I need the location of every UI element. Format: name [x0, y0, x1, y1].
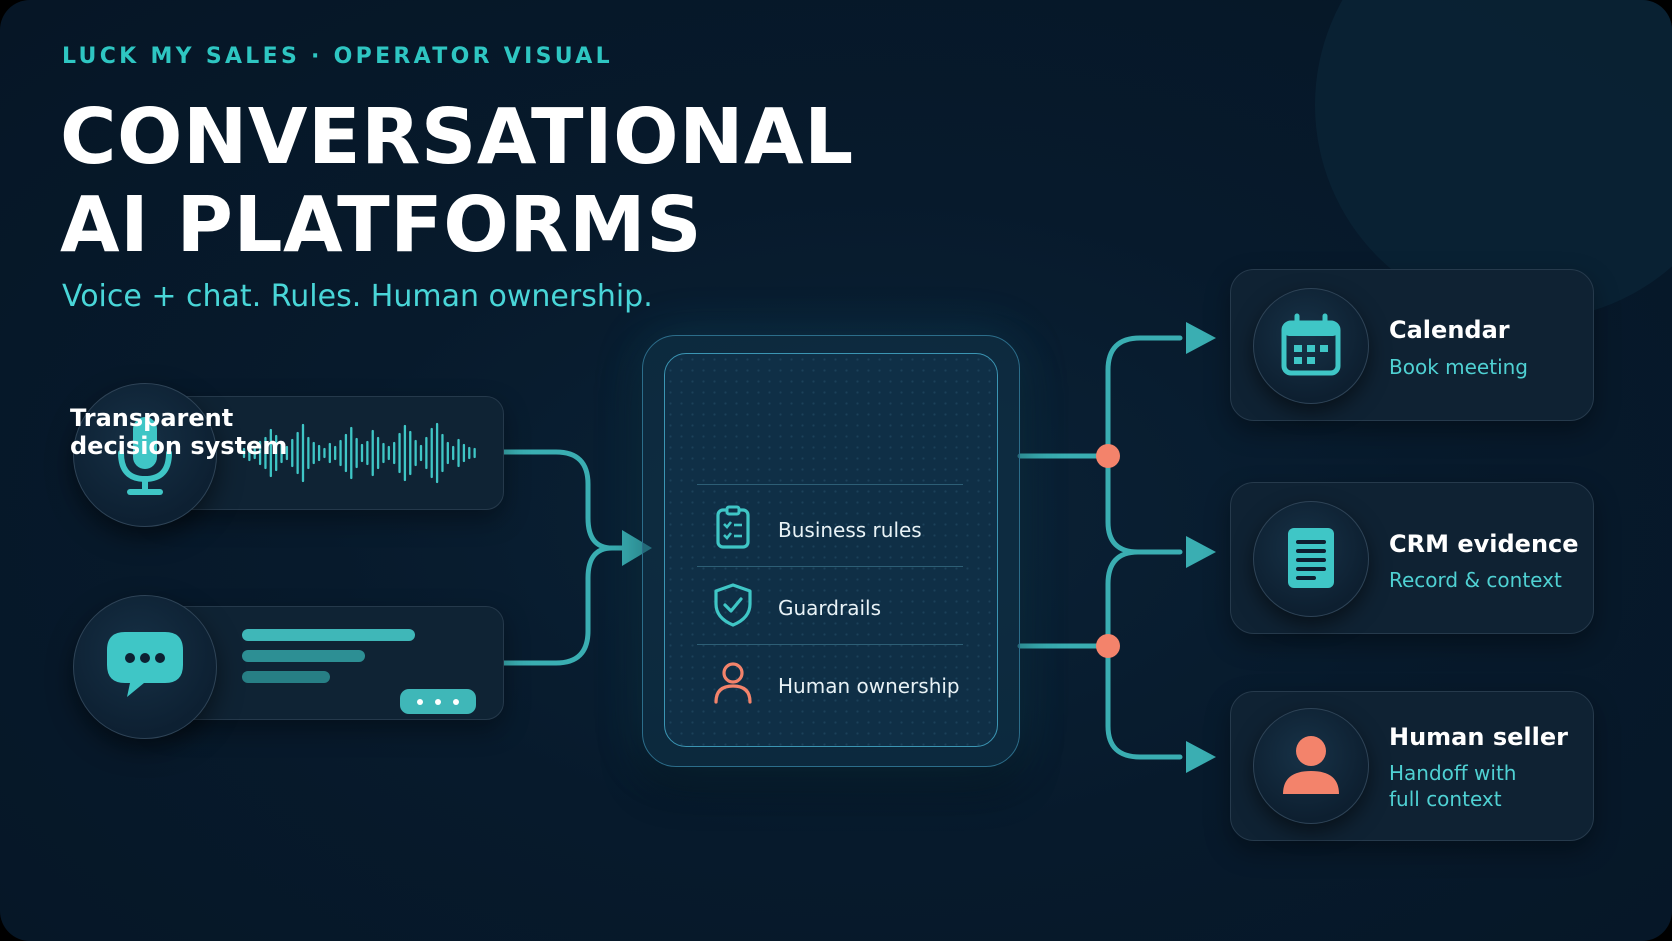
person-icon	[714, 662, 752, 704]
document-icon	[1288, 528, 1334, 588]
output-title: Calendar	[1389, 316, 1510, 344]
checklist-icon	[716, 505, 750, 549]
output-subtitle: Handoff with full context	[1389, 761, 1517, 811]
microphone-icon	[118, 417, 172, 495]
crm-arrowhead	[1186, 536, 1216, 568]
core-divider	[697, 644, 963, 645]
seller-output-circle	[1253, 708, 1369, 824]
typing-indicator	[400, 689, 476, 714]
voice-input-circle	[73, 383, 217, 527]
decision-system-inner-frame	[664, 353, 998, 747]
junction-dot-top	[1096, 444, 1120, 468]
calendar-output-circle	[1253, 288, 1369, 404]
chat-bubble-icon	[107, 632, 183, 697]
core-input-arrowhead	[622, 530, 652, 566]
person-icon	[1283, 736, 1339, 794]
crm-branch-connector	[1105, 453, 1183, 555]
calendar-icon	[1281, 313, 1341, 376]
voice-input-connector	[500, 449, 627, 551]
core-divider	[697, 566, 963, 567]
chat-message-lines	[242, 629, 415, 683]
output-subtitle: Record & context	[1389, 568, 1562, 592]
decision-system-title: Transparent decision system	[70, 404, 288, 460]
crm-branch-connector-lower	[1105, 549, 1141, 649]
core-row-label: Human ownership	[778, 674, 960, 698]
page-subtitle: Voice + chat. Rules. Human ownership.	[62, 279, 653, 314]
typing-dot	[417, 699, 423, 705]
output-title: Human seller	[1389, 723, 1568, 751]
seller-arrowhead	[1186, 741, 1216, 773]
output-title: CRM evidence	[1389, 530, 1579, 558]
title-line-1: CONVERSATIONAL	[60, 93, 854, 182]
core-divider	[697, 484, 963, 485]
typing-dot	[435, 699, 441, 705]
typing-dot	[453, 699, 459, 705]
junction-dot-bottom	[1096, 634, 1120, 658]
crm-output-circle	[1253, 501, 1369, 617]
chat-input-circle	[73, 595, 217, 739]
eyebrow-label: LUCK MY SALES · OPERATOR VISUAL	[62, 44, 613, 69]
waveform-icon	[242, 422, 476, 484]
title-line-2: AI PLATFORMS	[60, 181, 703, 270]
output-subtitle: Book meeting	[1389, 355, 1528, 379]
decision-system-panel	[642, 335, 1020, 767]
seller-branch-connector	[1105, 643, 1183, 760]
chat-input-connector	[500, 545, 627, 666]
page-title: CONVERSATIONAL AI PLATFORMS	[60, 94, 854, 270]
core-row-label: Guardrails	[778, 596, 882, 620]
calendar-arrowhead	[1186, 322, 1216, 354]
shield-check-icon	[714, 583, 752, 627]
calendar-branch-connector	[1105, 335, 1183, 459]
core-row-label: Business rules	[778, 518, 922, 542]
